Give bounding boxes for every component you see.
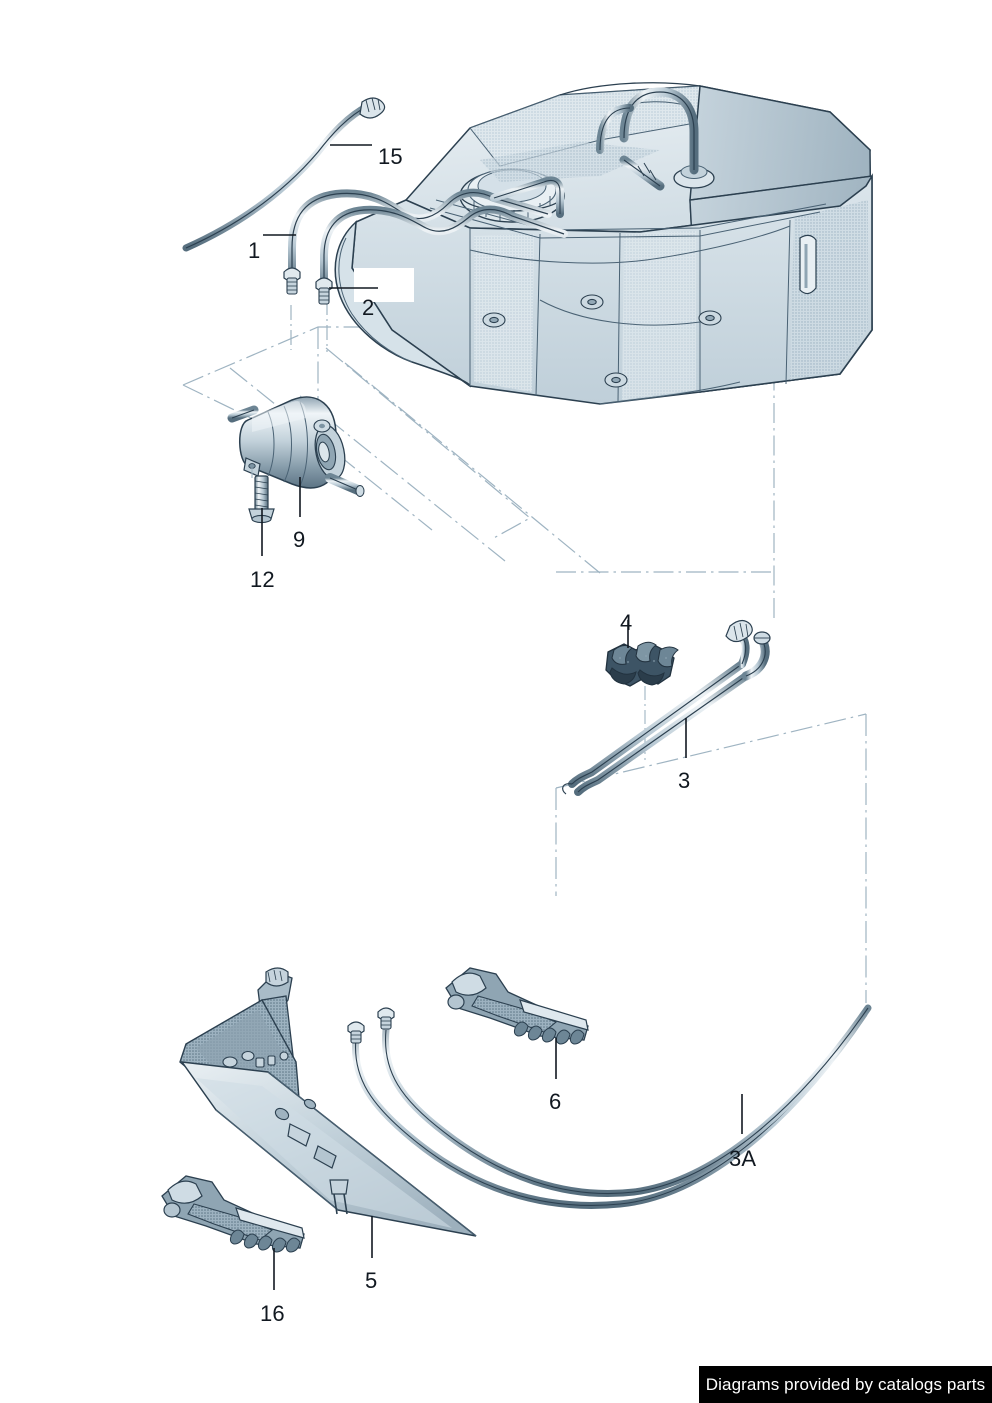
- callout-label-1: 1: [248, 238, 261, 263]
- part-3-fuel-line-pair: [562, 619, 771, 796]
- part-6-heat-shield-clip: [445, 967, 589, 1045]
- hose-over-flange: [490, 176, 564, 218]
- callout-label-6: 6: [549, 1089, 562, 1114]
- callout-label-2: 2: [362, 295, 375, 320]
- callout-label-4: 4: [620, 610, 633, 635]
- part-16-heat-shield-clip: [161, 1175, 305, 1253]
- callout-label-16: 16: [260, 1301, 285, 1326]
- callout-label-9: 9: [293, 527, 306, 552]
- callout-label-3A: 3A: [729, 1146, 757, 1171]
- part-2-fuel-hose: [315, 205, 568, 305]
- footer-attribution-text: Diagrams provided by catalogs parts: [705, 1374, 986, 1394]
- footer-attribution-banner: Diagrams provided by catalogs parts: [699, 1366, 992, 1403]
- callout-label-5: 5: [365, 1268, 378, 1293]
- part-15-vent-line: [182, 97, 386, 252]
- tank-vent-tubes: [596, 87, 699, 191]
- callout-label-12: 12: [250, 567, 275, 592]
- callout-label-3: 3: [678, 768, 691, 793]
- part-3a-fuel-line-long-pair: [347, 1004, 872, 1209]
- part-5-heat-shield: [179, 967, 477, 1237]
- part-4-line-retaining-clip: [605, 641, 679, 687]
- part-9-fuel-filter: [227, 396, 365, 497]
- callout-leader-lines: [261, 144, 743, 1290]
- callout-label-15: 15: [378, 144, 403, 169]
